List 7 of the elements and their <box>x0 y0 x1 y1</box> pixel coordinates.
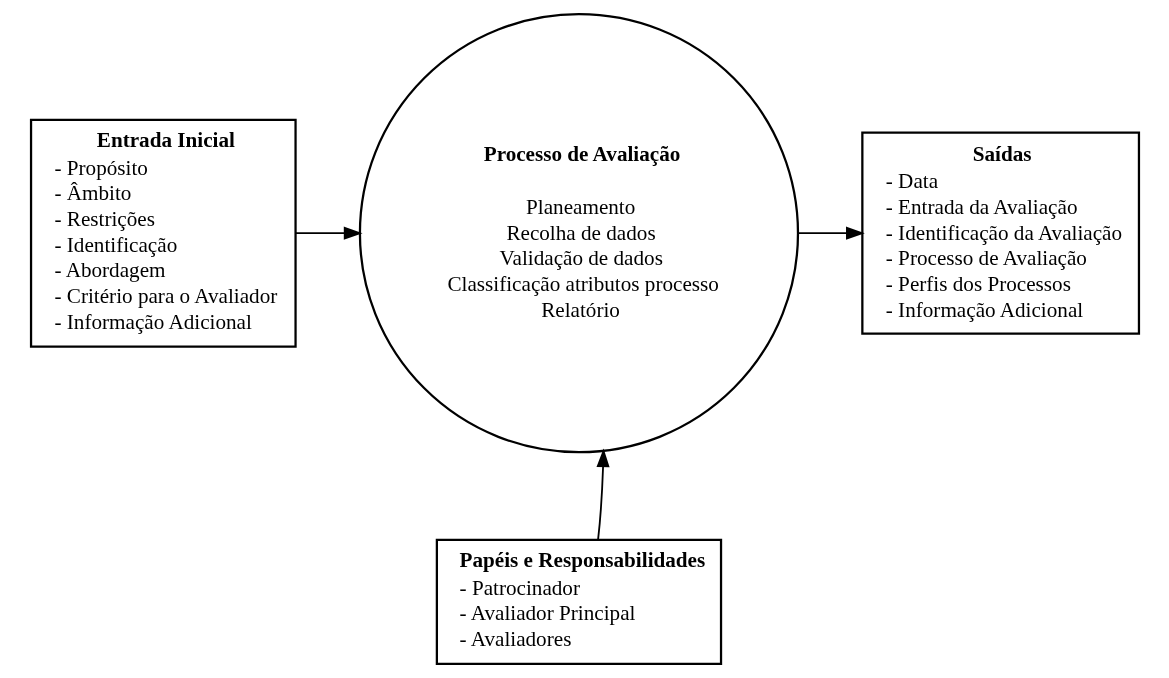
node-box: Papéis e Responsabilidades - Patrocinador - Avaliador Principal - Avaliadores <box>435 538 722 666</box>
node-box: Saídas - Data - Entrada da Avaliação - Identificação da Avaliação - Processo de Avaliação - Perfis dos Processos - Informação Adicional <box>860 131 1140 335</box>
arrow <box>797 226 865 240</box>
arrow <box>596 448 610 541</box>
node-circle: Processo de Avaliação Planeamento Recolha de dados Validação de dados Classificação atributos processo Relatório <box>358 13 799 454</box>
node-box: Entrada Inicial - Propósito - Âmbito - Restrições - Identificação - Abordagem - Critério para o Avaliador - Informação Adicional <box>29 118 297 348</box>
arrow <box>294 226 363 240</box>
